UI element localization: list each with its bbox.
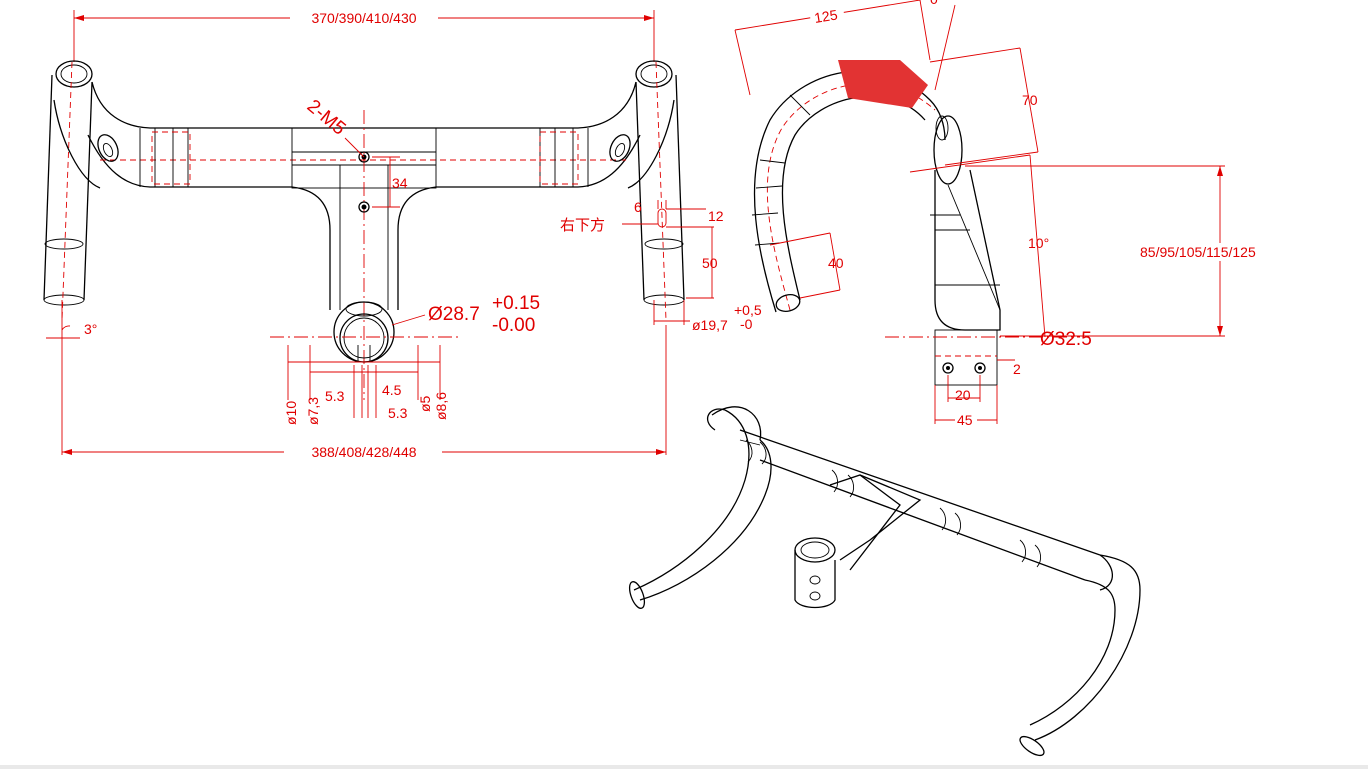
steerer-label: Ø32.5: [1040, 329, 1092, 350]
drop-label: 70: [1022, 92, 1038, 108]
angle-mark-label: 0: [930, 0, 938, 7]
isometric-view: [628, 406, 1141, 757]
gap-label: 2: [1013, 361, 1021, 377]
stem-length-label: 85/95/105/115/125: [1140, 244, 1256, 260]
w53a-label: 5.3: [325, 388, 345, 404]
stem-angle-label: 10°: [1028, 235, 1049, 251]
bottom-border: [0, 765, 1368, 769]
clamp-height-label: 45: [957, 412, 973, 428]
curve-len-label: 40: [828, 255, 844, 271]
w53b-label: 5.3: [388, 405, 408, 421]
d73-label: ø7,3: [305, 397, 321, 425]
highlight-area: [838, 60, 928, 108]
w45-label: 4.5: [382, 382, 402, 398]
d5-label: ø5: [417, 395, 433, 412]
slot-location-label: 右下方: [560, 216, 605, 234]
front-view: 370/390/410/430: [43, 8, 762, 461]
tube-dia-label: ø19,7: [692, 317, 728, 333]
width-bottom-label: 388/408/428/448: [311, 444, 416, 460]
reach-label: 125: [813, 6, 839, 25]
slot-w-label: 6: [634, 199, 642, 215]
clamp-tol-plus: +0.15: [492, 293, 540, 314]
drop-len-label: 50: [702, 255, 718, 271]
bolt-spacing-label: 34: [392, 175, 408, 191]
clamp-tol-minus: -0.00: [492, 315, 535, 336]
bolt-pitch-label: 20: [955, 387, 971, 403]
d86-label: ø8,6: [433, 392, 449, 420]
bolts-label: 2-M5: [303, 96, 350, 140]
d10-label: ø10: [283, 401, 299, 425]
flare-angle-label: 3°: [84, 321, 97, 337]
slot-h-label: 12: [708, 208, 724, 224]
tube-tol-minus: -0: [740, 316, 753, 332]
clamp-dia-label: Ø28.7: [428, 304, 480, 325]
tube-tol-plus: +0,5: [734, 302, 762, 318]
side-view: 125 0 70 40 10° 85/95/105/115/125 Ø32.5 …: [734, 0, 1302, 428]
width-top-label: 370/390/410/430: [311, 10, 416, 26]
